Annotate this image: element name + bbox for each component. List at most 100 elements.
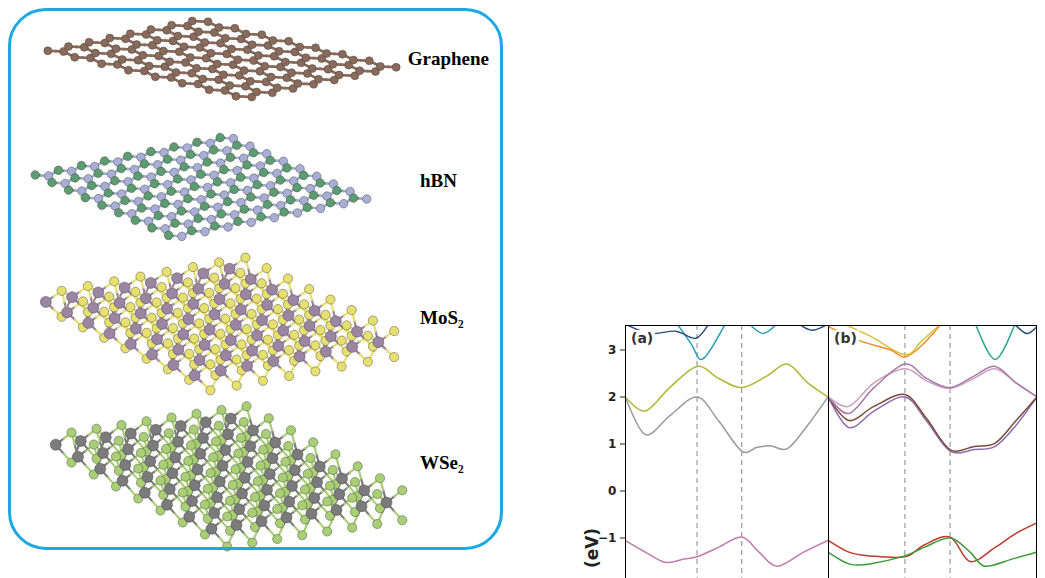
atom <box>338 50 346 58</box>
atom <box>257 315 268 326</box>
atom <box>309 191 318 200</box>
atom <box>85 38 93 46</box>
atom <box>211 222 220 231</box>
atom <box>268 356 279 367</box>
atom <box>283 274 292 283</box>
atom <box>335 71 343 79</box>
atom <box>311 367 320 376</box>
atom <box>226 153 235 162</box>
atom <box>224 223 233 232</box>
atom <box>171 219 180 228</box>
atom <box>270 188 279 197</box>
atom <box>180 162 189 171</box>
atom <box>173 344 184 355</box>
atom <box>276 176 285 185</box>
atom <box>269 37 277 45</box>
atom <box>161 199 170 208</box>
atom <box>349 56 357 64</box>
atom <box>150 179 159 188</box>
atom <box>230 319 241 330</box>
atom <box>349 194 358 203</box>
atom <box>223 197 232 206</box>
atom <box>194 355 205 366</box>
atom <box>178 79 186 87</box>
atom <box>267 73 275 81</box>
atom <box>215 24 223 32</box>
atom <box>163 339 172 348</box>
atom <box>347 341 358 352</box>
atom <box>210 273 219 282</box>
atom <box>236 173 245 182</box>
atom <box>273 340 284 351</box>
atom <box>154 211 163 220</box>
atom <box>258 376 267 385</box>
atom <box>131 216 140 225</box>
atom <box>168 359 179 370</box>
atom <box>147 313 156 322</box>
atom <box>258 31 266 39</box>
atom <box>186 54 194 62</box>
atom <box>164 231 173 240</box>
atom <box>326 295 335 304</box>
atom <box>257 212 266 221</box>
atom <box>342 321 351 330</box>
atom <box>376 63 384 71</box>
atom <box>94 169 103 178</box>
atom <box>199 339 210 350</box>
atom <box>98 60 106 68</box>
atom <box>83 281 92 290</box>
atom <box>112 45 120 53</box>
atom <box>207 190 216 199</box>
atom <box>275 47 283 55</box>
atom <box>140 160 149 169</box>
atom <box>249 148 258 157</box>
atom <box>104 328 115 339</box>
atom <box>203 158 212 167</box>
bond-group <box>48 21 396 97</box>
atom <box>316 179 325 188</box>
atom <box>145 62 153 70</box>
atom <box>178 329 189 340</box>
atom <box>152 334 163 345</box>
atom <box>168 323 177 332</box>
atom <box>159 47 167 55</box>
atom <box>280 208 289 217</box>
atom-group <box>57 279 399 395</box>
atom <box>283 310 294 321</box>
atom <box>293 209 302 218</box>
atom <box>193 64 201 72</box>
atom <box>259 168 268 177</box>
atom <box>308 65 316 73</box>
atom <box>246 77 254 85</box>
atom <box>247 218 256 227</box>
atom <box>230 185 239 194</box>
atom <box>147 147 156 156</box>
atom <box>199 75 207 83</box>
atom <box>173 308 182 317</box>
atom <box>268 320 277 329</box>
atom <box>195 319 204 328</box>
atom <box>153 36 161 44</box>
atom <box>200 202 209 211</box>
atom <box>111 176 120 185</box>
atom <box>125 338 136 349</box>
atom <box>305 284 314 293</box>
atom <box>198 268 209 279</box>
atom <box>236 268 245 277</box>
atom <box>273 304 282 313</box>
atom <box>232 355 241 364</box>
atom <box>64 43 72 51</box>
atom <box>235 304 246 315</box>
atom <box>285 371 294 380</box>
atom <box>321 310 330 319</box>
atom <box>214 294 225 305</box>
atom <box>254 52 262 60</box>
atom <box>117 164 126 173</box>
atom <box>237 340 246 349</box>
atom <box>124 66 132 74</box>
atom <box>356 67 364 75</box>
atom <box>326 198 335 207</box>
atom <box>57 286 66 295</box>
atom <box>93 287 104 298</box>
atom <box>178 293 187 302</box>
